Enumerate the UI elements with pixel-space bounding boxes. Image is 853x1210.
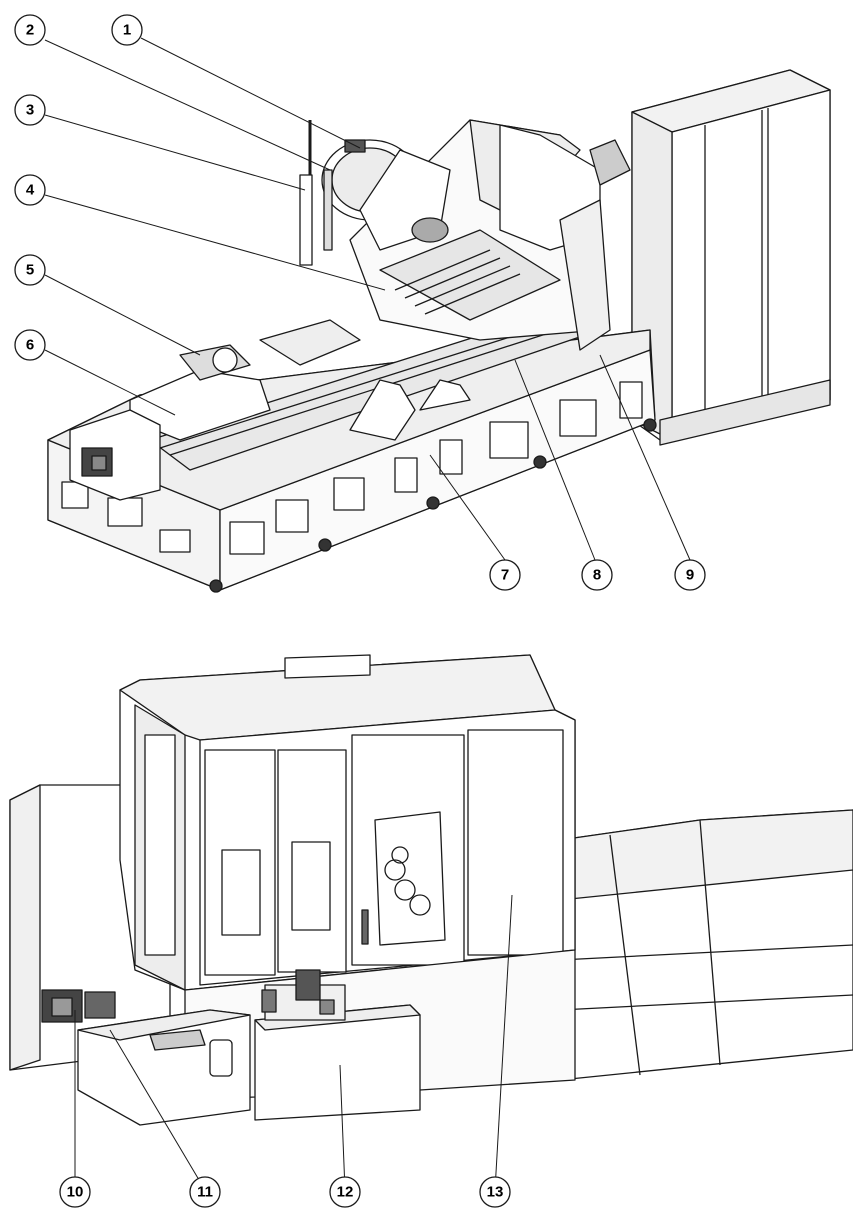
callout-7-label: 7 (501, 567, 509, 584)
electrical-cabinet (631, 69, 831, 446)
callout-10-label: 10 (67, 1184, 84, 1201)
callout-12-label: 12 (337, 1184, 354, 1201)
leader-lines-bottom (74, 894, 513, 1191)
callout-6-label: 6 (26, 337, 34, 354)
callout-3-label: 3 (26, 102, 34, 119)
callout-13-label: 13 (487, 1184, 504, 1201)
callout-9-label: 9 (686, 567, 694, 584)
callout-2: 2 (14, 14, 46, 46)
sensor-rod (299, 120, 333, 266)
turret (321, 139, 451, 251)
callout-7: 7 (489, 559, 521, 591)
leader-lines (44, 37, 691, 561)
callout-3: 3 (14, 94, 46, 126)
callout-13: 13 (479, 1176, 511, 1208)
callout-5: 5 (14, 254, 46, 286)
callout-8: 8 (581, 559, 613, 591)
callout-4-label: 4 (26, 182, 35, 199)
guideways (149, 309, 601, 471)
callout-6: 6 (14, 329, 46, 361)
callout-12: 12 (329, 1176, 361, 1208)
hydraulic-unit (254, 969, 421, 1121)
chip-conveyor (77, 1009, 251, 1126)
callout-5-label: 5 (26, 262, 34, 279)
callout-2-label: 2 (26, 22, 34, 39)
main-enclosure (119, 654, 576, 991)
callout-4: 4 (14, 174, 46, 206)
callout-9: 9 (674, 559, 706, 591)
callout-1-label: 1 (123, 22, 131, 39)
headstock-slant (349, 119, 631, 351)
callout-8-label: 8 (593, 567, 601, 584)
callout-11: 11 (189, 1176, 221, 1208)
rear-cover (559, 809, 853, 1081)
callout-11-label: 11 (197, 1184, 213, 1201)
drive-module (69, 409, 161, 501)
top-exploded-view (44, 37, 831, 593)
chip-conveyor-motor (41, 989, 116, 1023)
callout-1: 1 (111, 14, 143, 46)
callout-10: 10 (59, 1176, 91, 1208)
callouts: 1 2 3 4 5 6 7 8 9 10 11 12 13 (14, 14, 706, 1208)
bottom-enclosed-view (9, 654, 853, 1191)
